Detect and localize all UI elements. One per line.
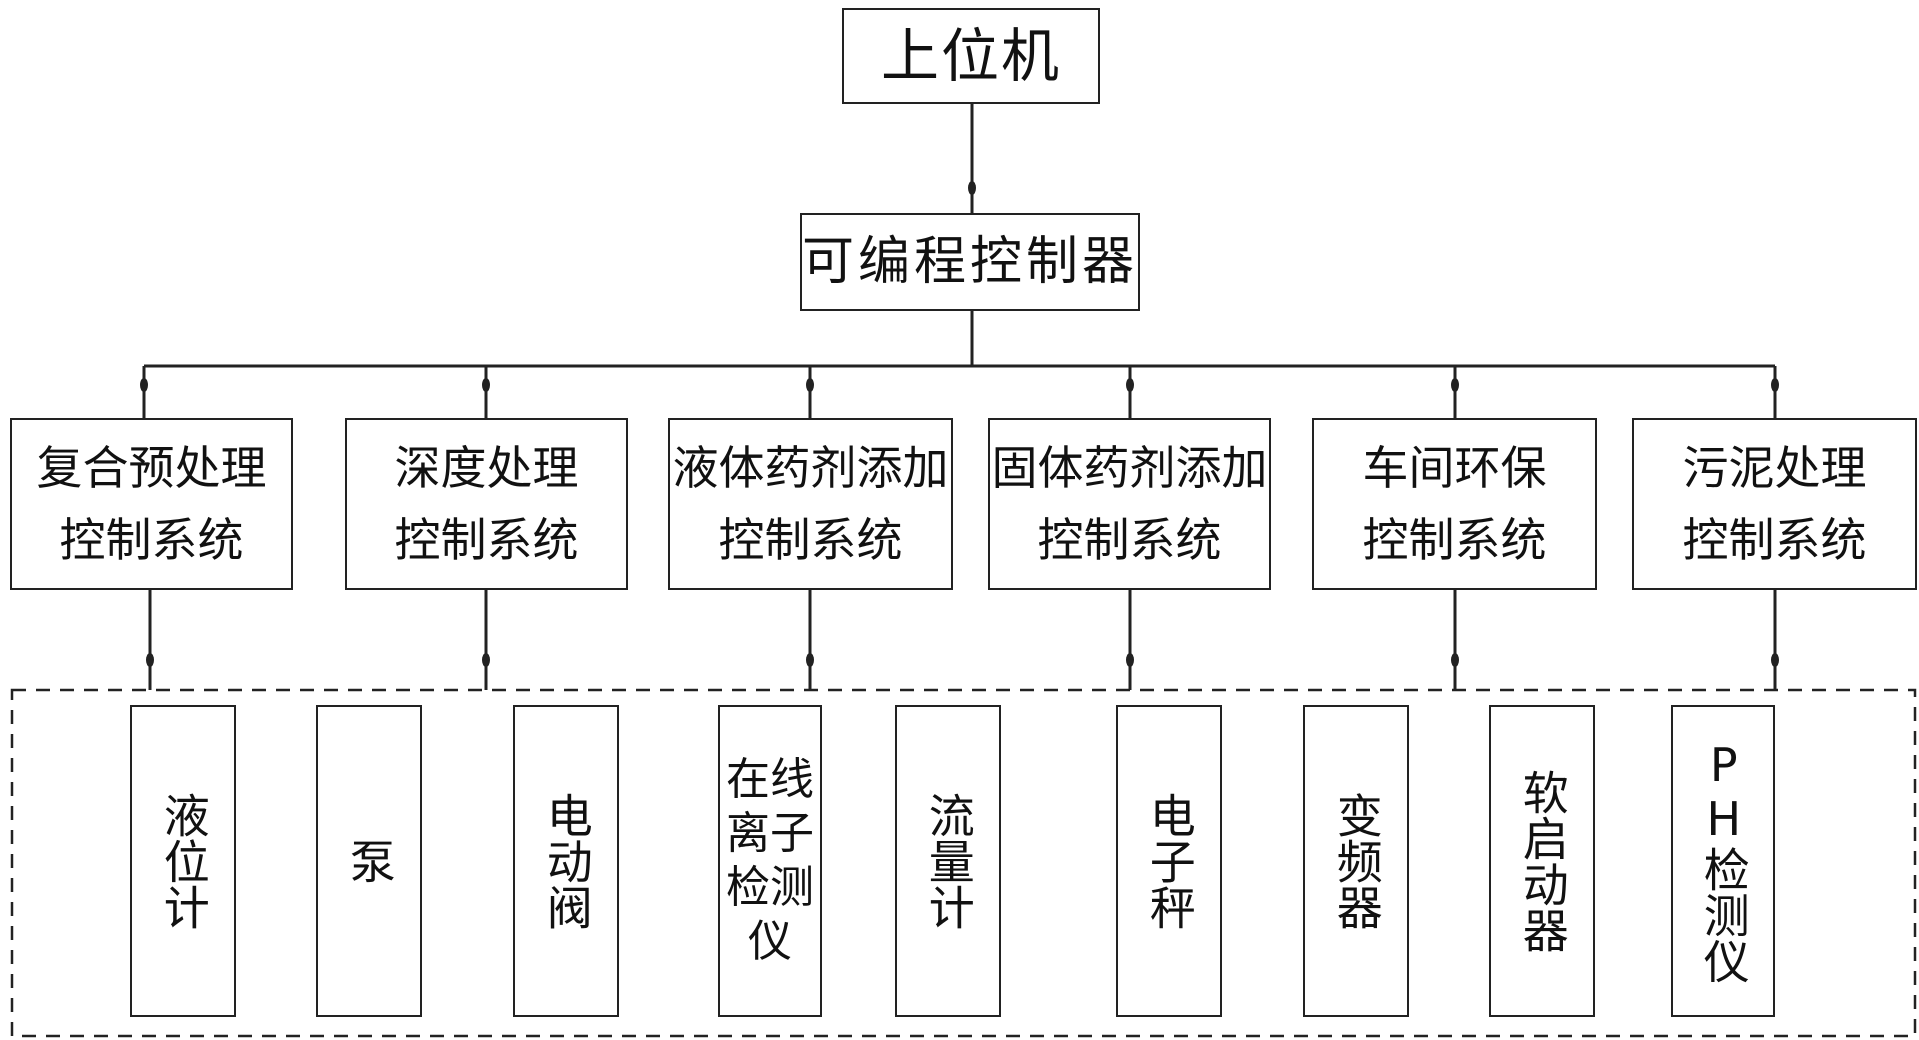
subsystem-5-line2: 控制系统 bbox=[1362, 513, 1547, 567]
device-online-ion-detector-line4: 仪 bbox=[748, 916, 792, 967]
subsystem-4-line2: 控制系统 bbox=[1037, 513, 1222, 567]
device-online-ion-detector-line3: 检测 bbox=[726, 862, 814, 913]
subsystem-6: 污泥处理 控制系统 bbox=[1632, 418, 1917, 590]
subsystem-5: 车间环保 控制系统 bbox=[1312, 418, 1597, 590]
device-pump-label: 泵 bbox=[342, 838, 397, 884]
subsystem-4: 固体药剂添加 控制系统 bbox=[988, 418, 1271, 590]
device-online-ion-detector: 在线 离子 检测 仪 bbox=[718, 705, 822, 1017]
device-frequency-converter: 变频器 bbox=[1303, 705, 1409, 1017]
subsystem-5-line1: 车间环保 bbox=[1362, 441, 1547, 495]
device-region bbox=[10, 688, 1917, 1038]
host-computer-label: 上位机 bbox=[880, 22, 1061, 90]
device-online-ion-detector-line1: 在线 bbox=[726, 754, 814, 805]
device-soft-starter-label: 软启动器 bbox=[1515, 769, 1570, 953]
device-frequency-converter-label: 变频器 bbox=[1329, 792, 1384, 930]
plc-box: 可编程控制器 bbox=[800, 213, 1140, 311]
device-flow-meter-label: 流量计 bbox=[921, 792, 976, 930]
device-pump: 泵 bbox=[316, 705, 422, 1017]
subsystem-6-line2: 控制系统 bbox=[1682, 513, 1867, 567]
subsystem-2-line1: 深度处理 bbox=[394, 441, 579, 495]
subsystem-2: 深度处理 控制系统 bbox=[345, 418, 628, 590]
device-liquid-level-meter-label: 液位计 bbox=[156, 792, 211, 930]
subsystem-1: 复合预处理 控制系统 bbox=[10, 418, 293, 590]
subsystem-3: 液体药剂添加 控制系统 bbox=[668, 418, 953, 590]
subsystem-4-line1: 固体药剂添加 bbox=[991, 441, 1268, 495]
device-electronic-scale: 电子秤 bbox=[1116, 705, 1222, 1017]
subsystem-2-line2: 控制系统 bbox=[394, 513, 579, 567]
subsystem-6-line1: 污泥处理 bbox=[1682, 441, 1867, 495]
device-online-ion-detector-label: 在线 离子 检测 仪 bbox=[726, 748, 814, 974]
device-online-ion-detector-line2: 离子 bbox=[726, 808, 814, 859]
device-electronic-scale-label: 电子秤 bbox=[1142, 792, 1197, 930]
subsystem-3-line2: 控制系统 bbox=[718, 513, 903, 567]
subsystem-1-line2: 控制系统 bbox=[59, 513, 244, 567]
subsystem-1-line1: 复合预处理 bbox=[36, 441, 267, 495]
subsystem-3-line1: 液体药剂添加 bbox=[672, 441, 949, 495]
device-soft-starter: 软启动器 bbox=[1489, 705, 1595, 1017]
device-electric-valve: 电动阀 bbox=[513, 705, 619, 1017]
device-liquid-level-meter: 液位计 bbox=[130, 705, 236, 1017]
device-ph-detector-label: PH检测仪 bbox=[1696, 738, 1751, 984]
plc-label: 可编程控制器 bbox=[802, 232, 1139, 292]
device-electric-valve-label: 电动阀 bbox=[539, 792, 594, 930]
host-computer-box: 上位机 bbox=[842, 8, 1100, 104]
device-ph-detector: PH检测仪 bbox=[1671, 705, 1775, 1017]
device-flow-meter: 流量计 bbox=[895, 705, 1001, 1017]
